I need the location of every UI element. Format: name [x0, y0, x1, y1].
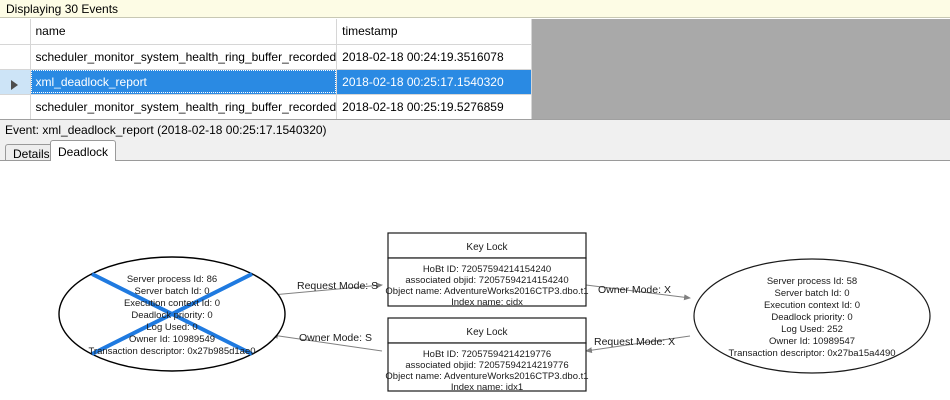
resource-node-bottom[interactable]: Key Lock HoBt ID: 72057594214219776 asso… — [385, 317, 589, 393]
resource-top-line-0: HoBt ID: 72057594214154240 — [423, 264, 551, 275]
process-right-line-2: Execution context Id: 0 — [764, 300, 860, 311]
process-node-left[interactable]: Server process Id: 86 Server batch Id: 0… — [58, 256, 286, 372]
tab-deadlock[interactable]: Deadlock — [50, 140, 117, 161]
cell-timestamp[interactable]: 2018-02-18 00:25:17.1540320 — [336, 69, 533, 95]
table-row[interactable]: scheduler_monitor_system_health_ring_buf… — [0, 44, 533, 70]
resource-top-title: Key Lock — [466, 242, 508, 253]
row-selector-cell[interactable] — [0, 94, 31, 120]
process-left-line-1: Server batch Id: 0 — [135, 286, 210, 297]
table-header-row: name timestamp — [0, 19, 533, 45]
resource-node-top[interactable]: Key Lock HoBt ID: 72057594214154240 asso… — [385, 232, 589, 308]
process-left-line-3: Deadlock priority: 0 — [131, 310, 212, 321]
process-right-line-6: Transaction descriptor: 0x27ba15a4490 — [728, 348, 895, 359]
edge-label-right-owner: Owner Mode: X — [598, 284, 671, 296]
process-node-right[interactable]: Server process Id: 58 Server batch Id: 0… — [693, 258, 931, 374]
edge-left-request — [271, 282, 383, 296]
edge-label-right-request: Request Mode: X — [594, 336, 675, 348]
row-selector-arrow-icon — [11, 80, 19, 90]
process-left-line-2: Execution context Id: 0 — [124, 298, 220, 309]
events-table[interactable]: name timestamp scheduler_monitor_system_… — [0, 19, 533, 120]
process-right-line-3: Deadlock priority: 0 — [771, 312, 852, 323]
edge-label-left-request: Request Mode: S — [297, 280, 378, 292]
process-right-line-4: Log Used: 252 — [781, 324, 843, 335]
cell-name[interactable]: scheduler_monitor_system_health_ring_buf… — [30, 44, 338, 70]
resource-bottom-line-2: Object name: AdventureWorks2016CTP3.dbo.… — [385, 371, 588, 382]
event-caption-bar: Event: xml_deadlock_report (2018-02-18 0… — [0, 119, 950, 139]
displaying-events-banner: Displaying 30 Events — [0, 0, 950, 18]
process-right-line-1: Server batch Id: 0 — [775, 288, 850, 299]
process-left-line-5: Owner Id: 10989549 — [129, 334, 215, 345]
resource-bottom-line-0: HoBt ID: 72057594214219776 — [423, 349, 551, 360]
column-header-name[interactable]: name — [30, 19, 338, 45]
edge-label-left-owner: Owner Mode: S — [299, 332, 372, 344]
resource-bottom-line-1: associated objid: 72057594214219776 — [405, 360, 568, 371]
table-row[interactable]: scheduler_monitor_system_health_ring_buf… — [0, 94, 533, 120]
cell-timestamp[interactable]: 2018-02-18 00:24:19.3516078 — [336, 44, 533, 70]
row-selector-header — [0, 19, 31, 45]
column-header-timestamp[interactable]: timestamp — [336, 19, 533, 45]
cell-name[interactable]: xml_deadlock_report — [30, 69, 338, 95]
row-selector-cell[interactable] — [0, 44, 31, 70]
edge-right-request — [585, 335, 691, 354]
resource-top-line-1: associated objid: 72057594214154240 — [405, 275, 568, 286]
event-caption-label: Event: xml_deadlock_report (2018-02-18 0… — [5, 123, 327, 137]
deadlock-victim-cross-icon — [91, 272, 253, 356]
process-right-line-5: Owner Id: 10989547 — [769, 336, 855, 347]
edge-left-owner — [271, 332, 383, 352]
process-left-line-4: Log Used: 0 — [146, 322, 197, 333]
resource-bottom-line-3: Index name: idx1 — [451, 382, 523, 393]
cell-name[interactable]: scheduler_monitor_system_health_ring_buf… — [30, 94, 338, 120]
tab-strip: Details Deadlock — [0, 139, 950, 161]
resource-top-line-2: Object name: AdventureWorks2016CTP3.dbo.… — [385, 286, 588, 297]
edge-right-owner — [585, 284, 691, 301]
resource-bottom-title: Key Lock — [466, 327, 508, 338]
row-selector-cell[interactable] — [0, 69, 31, 95]
cell-timestamp[interactable]: 2018-02-18 00:25:19.5276859 — [336, 94, 533, 120]
events-grid[interactable]: name timestamp scheduler_monitor_system_… — [0, 19, 950, 120]
process-left-line-6: Transaction descriptor: 0x27b985d1ae0 — [88, 346, 255, 357]
deadlock-graph-canvas[interactable]: Server process Id: 86 Server batch Id: 0… — [0, 160, 950, 400]
displaying-events-label: Displaying 30 Events — [6, 2, 119, 16]
resource-top-line-3: Index name: cidx — [451, 297, 523, 308]
process-left-line-0: Server process Id: 86 — [127, 274, 217, 285]
table-row-selected[interactable]: xml_deadlock_report 2018-02-18 00:25:17.… — [0, 69, 533, 95]
process-right-line-0: Server process Id: 58 — [767, 276, 857, 287]
